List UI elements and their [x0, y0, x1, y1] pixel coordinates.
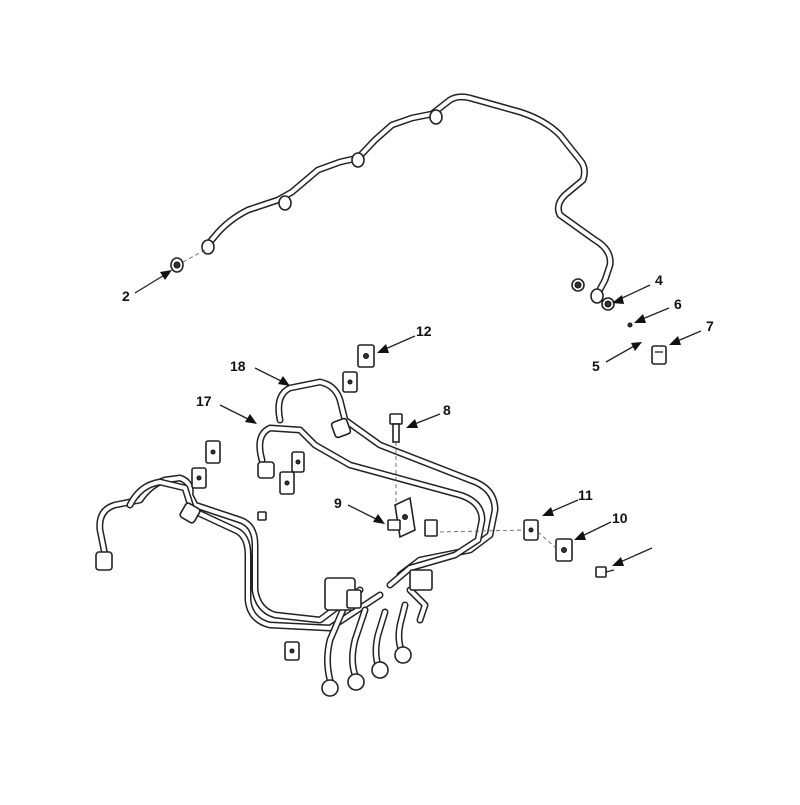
callout-12: 11	[542, 487, 593, 516]
isolator-left-pair	[191, 440, 221, 489]
assembly-dash-lines	[182, 249, 557, 549]
svg-text:11: 11	[578, 487, 593, 503]
svg-text:2: 2	[122, 288, 130, 304]
callout-10: 10	[574, 510, 628, 540]
isolator-middle-pair	[279, 451, 305, 495]
svg-text:9: 9	[334, 495, 342, 511]
svg-text:17: 17	[196, 393, 212, 409]
leader-screw-10b	[612, 547, 653, 566]
svg-text:10: 10	[612, 510, 628, 526]
callout-11: 12	[377, 323, 432, 353]
callout-6: 6	[634, 296, 682, 323]
screw-part-10b	[595, 566, 615, 578]
plug-part-6	[627, 322, 633, 328]
svg-text:8: 8	[443, 402, 451, 418]
washer-part-2	[170, 257, 184, 273]
clamp-upper-18	[342, 371, 358, 393]
clip-lower	[284, 641, 300, 661]
bracket-part-9	[387, 496, 438, 539]
clamp-part-12	[523, 519, 539, 541]
washer-part-4b	[571, 278, 585, 292]
svg-text:5: 5	[592, 358, 600, 374]
callout-5: 5	[592, 342, 642, 374]
callout-2: 2	[122, 270, 172, 304]
callout-4: 4	[612, 272, 663, 304]
screw-small-left	[257, 511, 267, 521]
banjo-bolt-part-7	[651, 345, 667, 365]
callout-8: 8	[406, 402, 451, 428]
svg-text:12: 12	[416, 323, 432, 339]
callout-9: 9	[334, 495, 385, 524]
callout-7: 7	[669, 318, 714, 345]
svg-text:18: 18	[230, 358, 246, 374]
callout-17: 17	[196, 393, 257, 424]
callout-18: 18	[230, 358, 290, 386]
isolator-part-11	[357, 344, 375, 368]
svg-text:6: 6	[674, 296, 682, 312]
injection-line-bundle	[95, 378, 499, 697]
washer-part-4	[601, 297, 615, 311]
fuel-return-line	[201, 93, 614, 304]
isolator-part-10	[555, 538, 573, 562]
bolt-part-8	[389, 413, 403, 443]
svg-text:7: 7	[706, 318, 714, 334]
svg-text:4: 4	[655, 272, 663, 288]
